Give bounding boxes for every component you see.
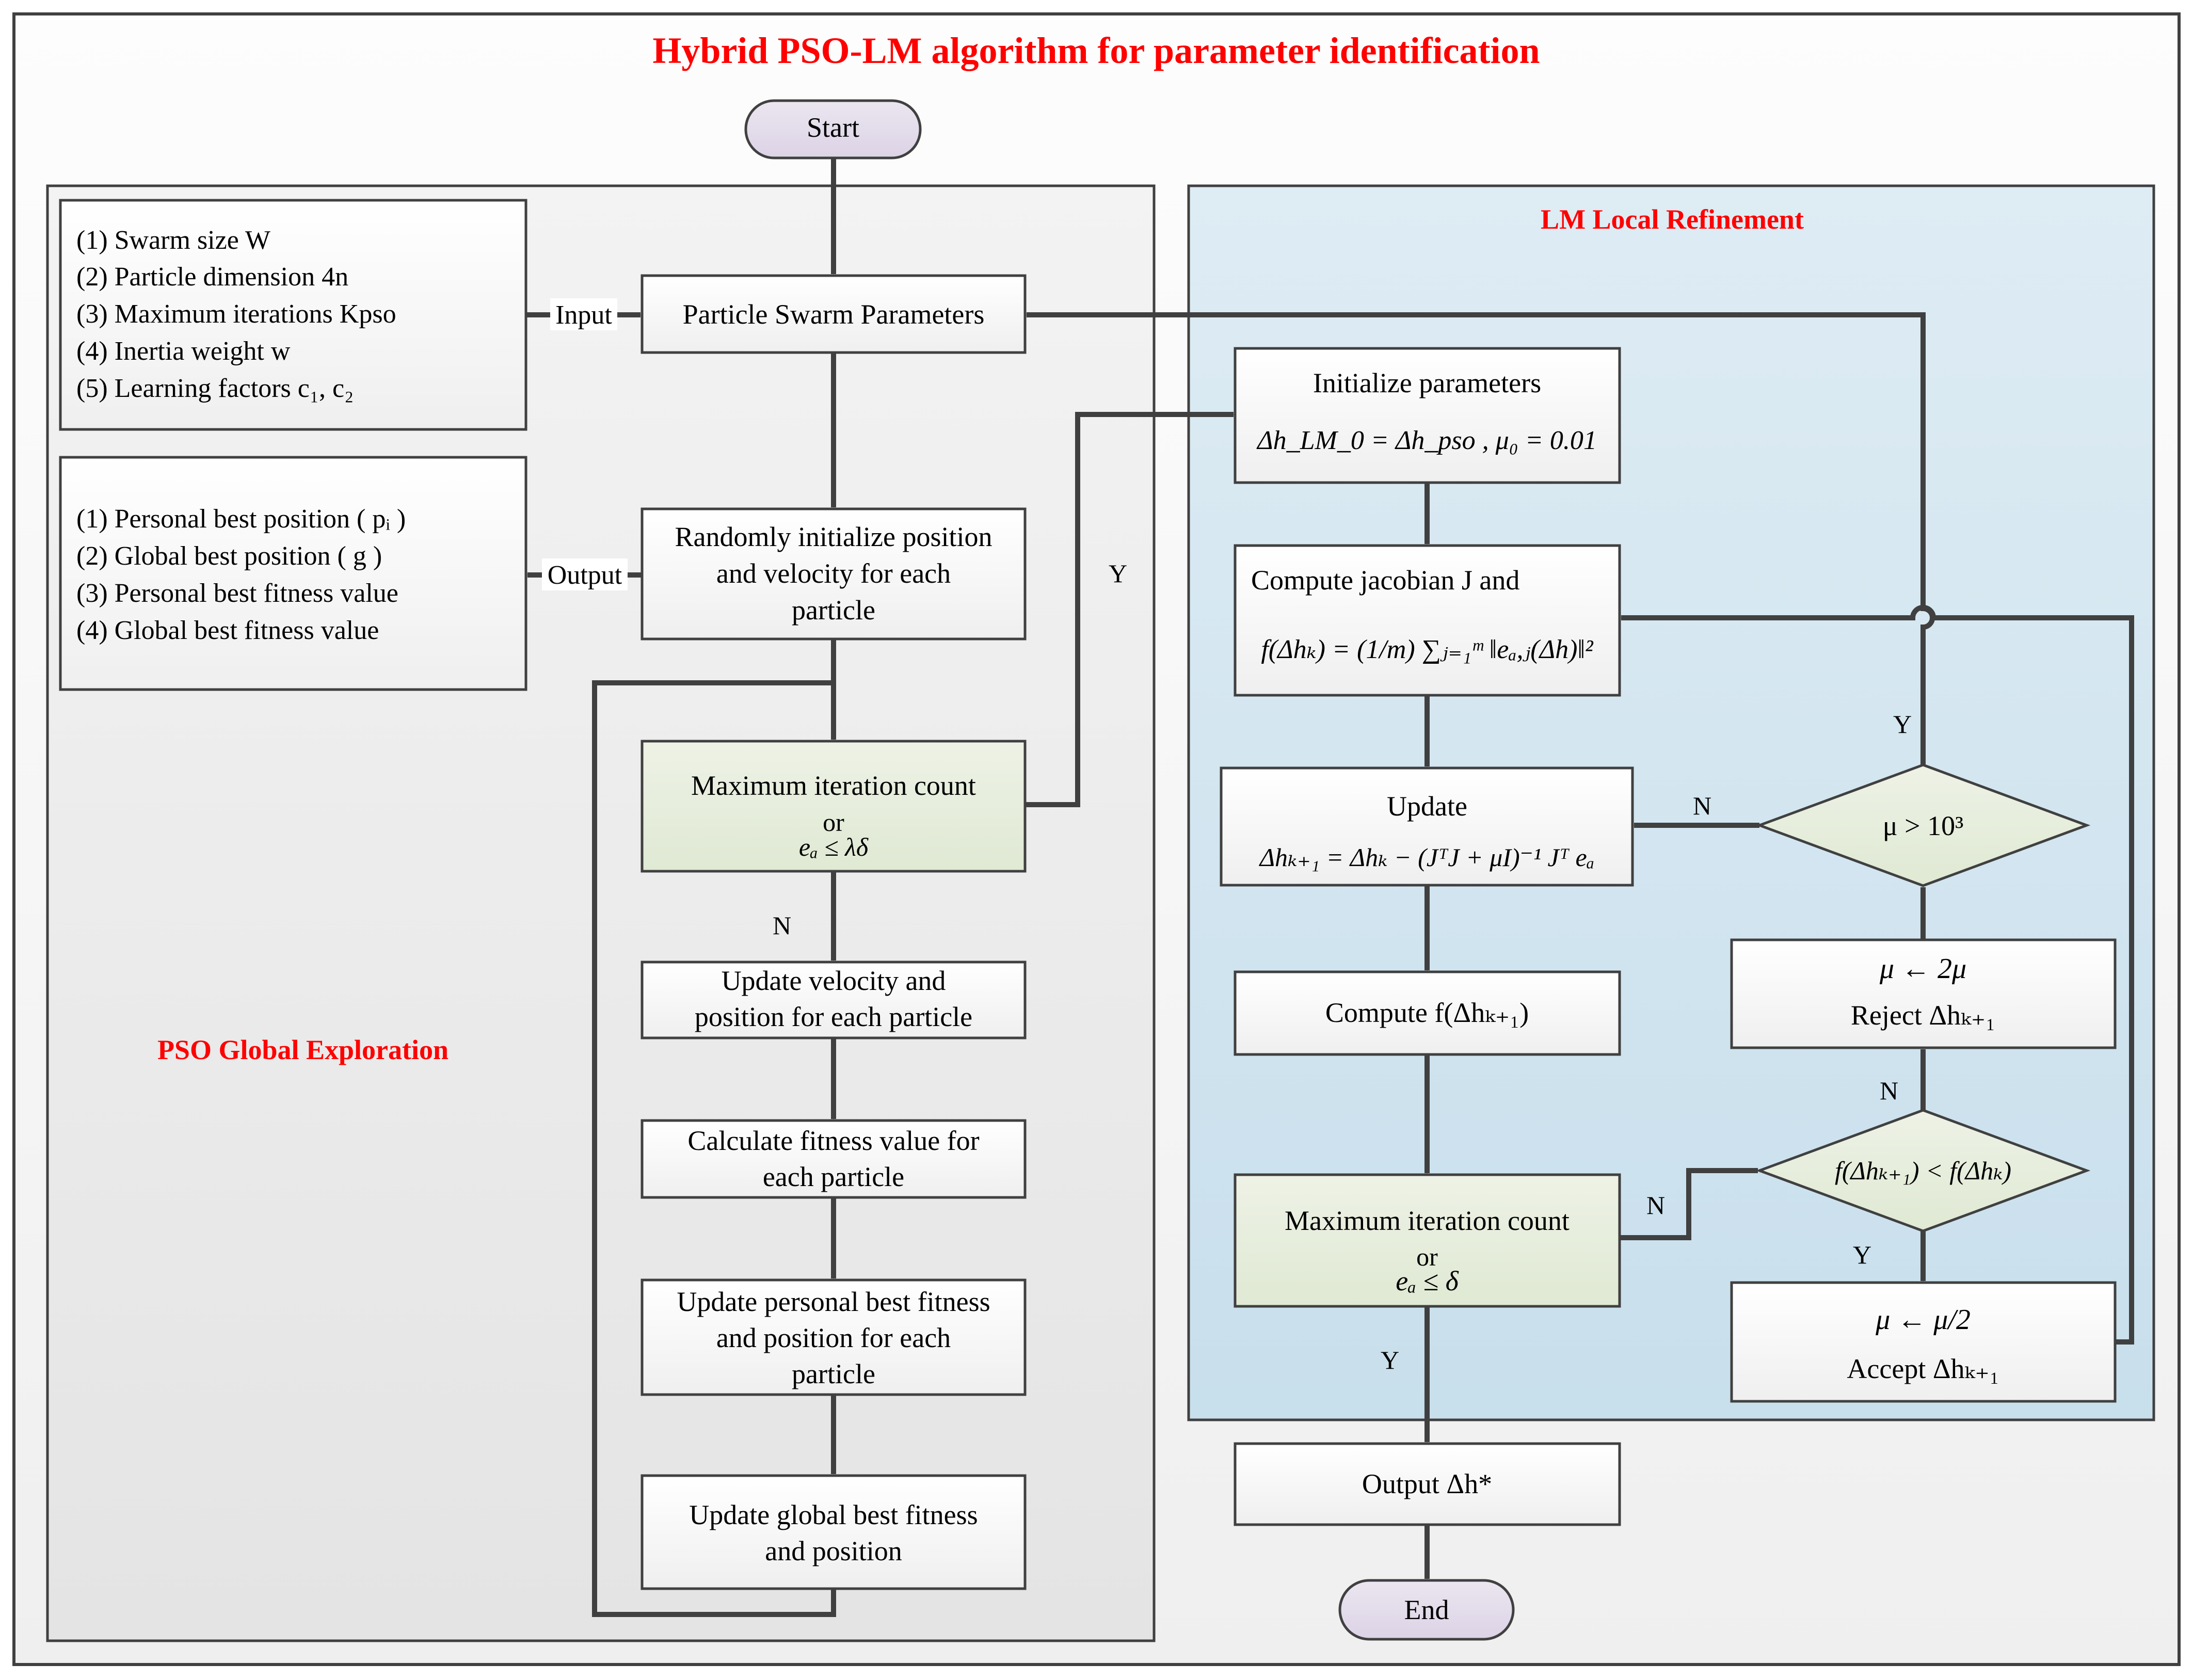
input-connector-label: Input (555, 300, 612, 330)
step-label: and position (765, 1535, 902, 1566)
step-label: and position for each (716, 1322, 951, 1353)
step-reject[interactable]: μ ← 2μ Reject Δhₖ₊₁ (1730, 938, 2117, 1049)
input-item: (1) Swarm size W (76, 226, 270, 255)
input-item: (3) Maximum iterations Kpso (76, 299, 396, 329)
step-particle-swarm-parameters[interactable]: Particle Swarm Parameters (641, 274, 1027, 354)
step-label: Output Δh* (1362, 1468, 1492, 1499)
pso-panel-label: PSO Global Exploration (157, 1034, 449, 1065)
step-label: Initialize parameters (1313, 367, 1541, 398)
step-output-result[interactable]: Output Δh* (1234, 1442, 1621, 1526)
output-item: (1) Personal best position ( pᵢ ) (76, 504, 406, 534)
output-label-bg (542, 558, 628, 590)
start-terminal[interactable]: Start (744, 99, 922, 159)
input-item: (5) Learning factors c₁, c₂ (76, 374, 354, 403)
connectors (526, 158, 2134, 1617)
pso-inputs-box: (1) Swarm size W (2) Particle dimension … (59, 199, 527, 431)
step-lm-initialize[interactable]: Initialize parameters Δh_LM_0 = Δh_pso ,… (1234, 347, 1621, 484)
output-item: (2) Global best position ( g ) (76, 541, 382, 571)
step-label: Accept Δhₖ₊₁ (1847, 1353, 1999, 1384)
step-formula: μ ← μ/2 (1875, 1304, 1971, 1336)
step-label: Calculate fitness value for (687, 1125, 979, 1156)
step-compute-f[interactable]: Compute f(Δhₖ₊₁) (1234, 970, 1621, 1056)
step-formula: Δh_LM_0 = Δh_pso , μ₀ = 0.01 (1256, 426, 1597, 455)
lm-panel-label: LM Local Refinement (1541, 204, 1804, 235)
step-label: each particle (763, 1161, 904, 1192)
step-label: particle (792, 1358, 875, 1389)
decision-mu-threshold[interactable]: μ > 10³ (1755, 763, 2091, 887)
step-label: Update velocity and (722, 965, 946, 996)
step-update-global-best[interactable]: Update global best fitness and position (641, 1474, 1027, 1590)
step-label: Compute jacobian J and (1251, 565, 1519, 596)
step-formula: μ ← 2μ (1879, 953, 1966, 985)
end-terminal[interactable]: End (1338, 1579, 1515, 1641)
decision-pso-termination[interactable]: Maximum iteration count or eₐ ≤ λδ (641, 740, 1027, 873)
step-formula: eₐ ≤ λδ (799, 833, 869, 861)
branch-no-label: N (1693, 791, 1711, 820)
step-label: Randomly initialize position (675, 521, 993, 552)
step-formula: f(Δhₖ) = (1/m) ∑ⱼ₌₁ᵐ ‖eₐ,ⱼ(Δh)‖² (1261, 635, 1594, 664)
step-label: Update (1387, 791, 1467, 822)
step-update-personal-best[interactable]: Update personal best fitness and positio… (641, 1278, 1027, 1396)
step-label: Reject Δhₖ₊₁ (1851, 1000, 1995, 1031)
decision-lm-termination[interactable]: Maximum iteration count or eₐ ≤ δ (1234, 1173, 1621, 1308)
output-item: (4) Global best fitness value (76, 616, 379, 645)
step-label: or (823, 808, 844, 837)
branch-no-label: N (1646, 1191, 1665, 1220)
step-random-initialize[interactable]: Randomly initialize position and velocit… (641, 507, 1027, 641)
step-label: Maximum iteration count (691, 770, 976, 801)
branch-yes-label: Y (1109, 559, 1127, 588)
decision-label: μ > 10³ (1883, 810, 1964, 841)
step-label: particle (792, 595, 875, 626)
branch-yes-label: Y (1853, 1240, 1871, 1269)
input-item: (2) Particle dimension 4n (76, 262, 348, 292)
step-formula: eₐ ≤ δ (1396, 1266, 1459, 1297)
step-label: and velocity for each (716, 558, 951, 589)
output-item: (3) Personal best fitness value (76, 579, 398, 608)
step-formula: Δhₖ₊₁ = Δhₖ − (JᵀJ + μI)⁻¹ Jᵀ eₐ (1259, 843, 1595, 872)
branch-yes-label: Y (1381, 1346, 1399, 1374)
step-label: Particle Swarm Parameters (683, 299, 985, 330)
branch-no-label: N (773, 911, 791, 940)
start-label: Start (807, 112, 859, 143)
end-label: End (1404, 1594, 1449, 1625)
step-label: Compute f(Δhₖ₊₁) (1325, 997, 1529, 1028)
input-label-bg (550, 298, 617, 330)
step-label: or (1416, 1242, 1438, 1271)
step-calculate-fitness[interactable]: Calculate fitness value for each particl… (641, 1119, 1027, 1199)
pso-outputs-box: (1) Personal best position ( pᵢ ) (2) Gl… (59, 456, 527, 691)
step-label: Maximum iteration count (1285, 1205, 1570, 1236)
diagram-title: Hybrid PSO-LM algorithm for parameter id… (652, 30, 1540, 71)
step-lm-update[interactable]: Update Δhₖ₊₁ = Δhₖ − (JᵀJ + μI)⁻¹ Jᵀ eₐ (1220, 766, 1634, 887)
step-label: position for each particle (695, 1001, 972, 1032)
step-update-velocity[interactable]: Update velocity and position for each pa… (641, 961, 1027, 1039)
decision-label: f(Δhₖ₊₁) < f(Δhₖ) (1835, 1156, 2011, 1185)
step-label: Update global best fitness (689, 1499, 978, 1530)
step-accept[interactable]: μ ← μ/2 Accept Δhₖ₊₁ (1730, 1281, 2117, 1403)
branch-yes-label: Y (1893, 710, 1912, 739)
step-compute-jacobian[interactable]: Compute jacobian J and f(Δhₖ) = (1/m) ∑ⱼ… (1234, 544, 1621, 697)
step-label: Update personal best fitness (677, 1286, 990, 1317)
output-connector-label: Output (548, 561, 622, 590)
input-item: (4) Inertia weight w (76, 337, 291, 366)
decision-f-improved[interactable]: f(Δhₖ₊₁) < f(Δhₖ) (1755, 1109, 2091, 1233)
branch-no-label: N (1880, 1076, 1898, 1105)
